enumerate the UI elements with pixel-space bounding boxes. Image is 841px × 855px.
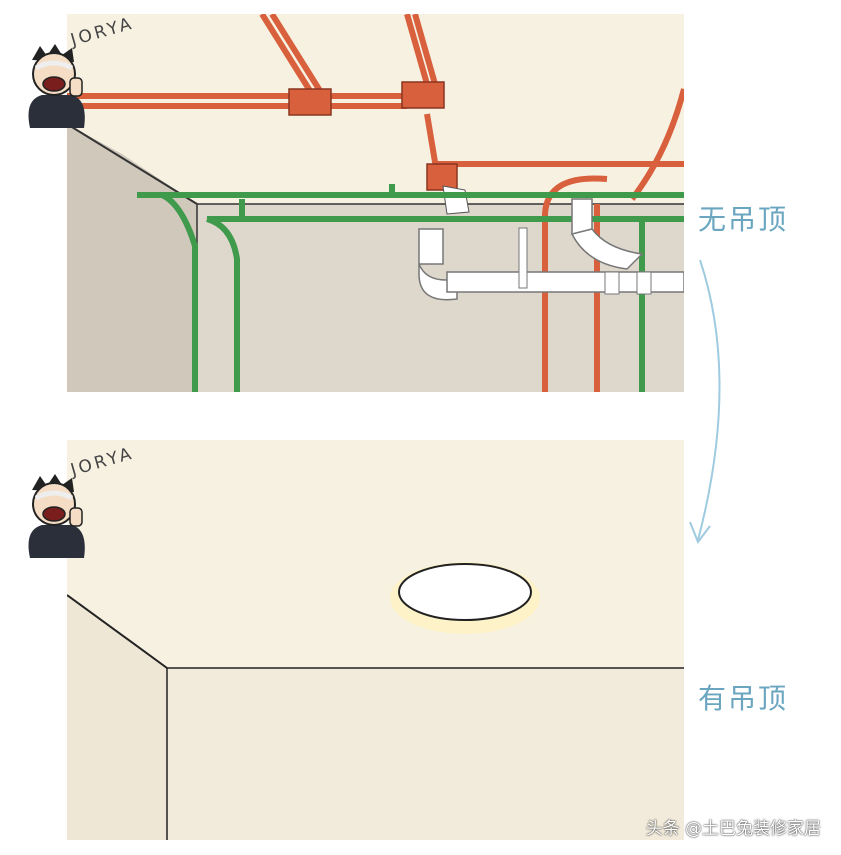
mascot bbox=[22, 470, 92, 564]
water-pipes bbox=[137, 184, 684, 392]
junction-box bbox=[426, 163, 458, 191]
cable-tag bbox=[442, 185, 470, 215]
watermark: 头条 @土巴兔装修家居 bbox=[645, 819, 821, 839]
cartoon-worker-face-icon bbox=[28, 474, 85, 558]
mascot bbox=[22, 40, 92, 134]
panel-no-ceiling bbox=[67, 14, 684, 392]
junction-box bbox=[288, 88, 332, 116]
panel-with-ceiling bbox=[67, 440, 684, 840]
drain-pipes bbox=[418, 198, 684, 301]
ceiling-surface bbox=[67, 440, 684, 668]
left-wall bbox=[67, 124, 197, 392]
back-wall bbox=[167, 668, 684, 840]
label-with-ceiling: 有吊顶 bbox=[698, 682, 789, 715]
junction-box bbox=[401, 81, 445, 109]
curved-down-arrow-icon bbox=[689, 259, 721, 545]
cartoon-worker-face-icon bbox=[28, 44, 85, 128]
label-no-ceiling: 无吊顶 bbox=[698, 203, 789, 236]
exposed-ceiling-illustration bbox=[67, 14, 684, 392]
left-wall bbox=[67, 595, 167, 840]
ceiling-edge-line bbox=[67, 123, 198, 205]
ceiling-downlight bbox=[398, 563, 532, 621]
ceiling-edge-line bbox=[67, 594, 168, 669]
suspended-ceiling-illustration bbox=[67, 440, 684, 840]
